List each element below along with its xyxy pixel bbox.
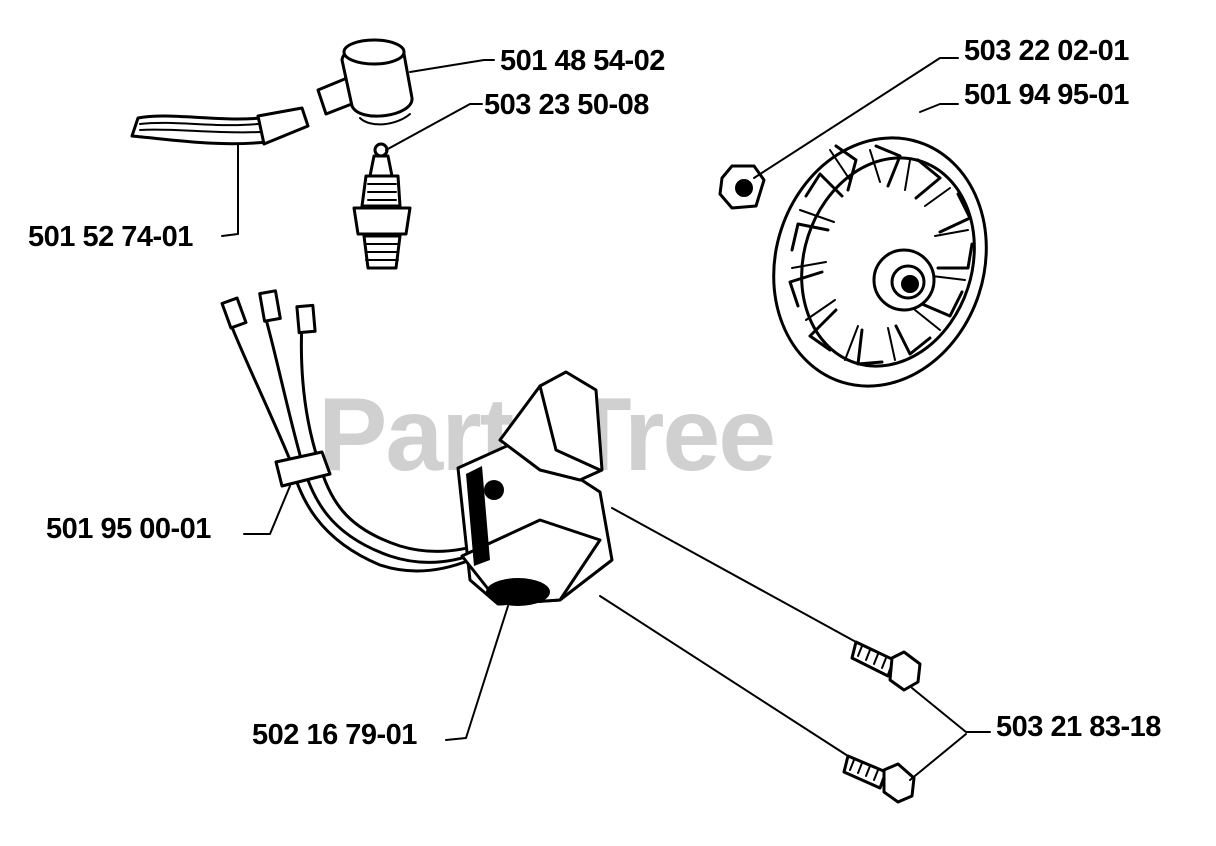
ignition-module-drawing[interactable] bbox=[456, 370, 614, 606]
screw-lower-drawing[interactable] bbox=[842, 754, 916, 804]
leader-line-screw-lower bbox=[909, 733, 967, 781]
assembly-line-upper bbox=[611, 507, 857, 643]
part-number-flywheel[interactable]: 501 94 95-01 bbox=[964, 79, 1130, 111]
leader-line-spark-plug bbox=[385, 103, 483, 151]
part-number-spark-plug-cap[interactable]: 501 48 54-02 bbox=[500, 45, 665, 77]
part-number-ignition-module[interactable]: 502 16 79-01 bbox=[252, 719, 418, 751]
screw-upper-drawing[interactable] bbox=[850, 640, 922, 692]
flywheel-drawing[interactable] bbox=[742, 110, 1018, 414]
leader-line-ignition-module bbox=[445, 605, 509, 741]
assembly-line-lower bbox=[599, 595, 849, 757]
leader-line-flywheel bbox=[919, 103, 959, 113]
leader-line-ignition-cable bbox=[221, 143, 239, 237]
part-number-ignition-cable[interactable]: 501 52 74-01 bbox=[28, 221, 194, 253]
part-number-screw[interactable]: 503 21 83-18 bbox=[996, 711, 1162, 743]
leader-line-screw-upper bbox=[911, 687, 991, 733]
part-number-flywheel-nut[interactable]: 503 22 02-01 bbox=[964, 35, 1130, 67]
leader-line-cable-grommet bbox=[243, 485, 291, 535]
part-number-spark-plug[interactable]: 503 23 50-08 bbox=[484, 89, 650, 121]
ignition-cable-drawing[interactable] bbox=[130, 106, 310, 146]
leader-line-flywheel-nut bbox=[753, 57, 959, 179]
spark-plug-drawing[interactable] bbox=[352, 142, 412, 270]
leader-line-spark-plug-cap bbox=[409, 59, 495, 73]
flywheel-nut-drawing[interactable] bbox=[718, 164, 766, 210]
cable-grommet-drawing[interactable] bbox=[220, 289, 490, 573]
part-number-cable-grommet[interactable]: 501 95 00-01 bbox=[46, 513, 212, 545]
spark-plug-cap-drawing[interactable] bbox=[316, 38, 414, 126]
